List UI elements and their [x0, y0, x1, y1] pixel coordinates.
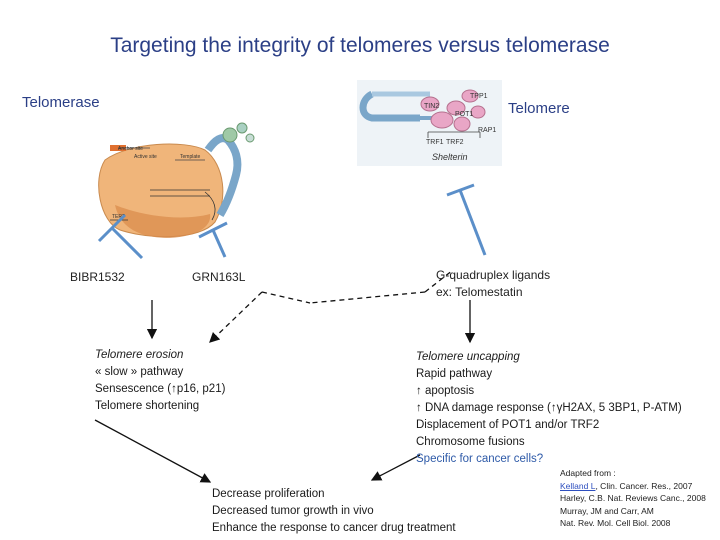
telomere-illustration	[357, 80, 502, 166]
right-effects-block: Telomere uncapping Rapid pathway ↑ apopt…	[416, 349, 682, 468]
outcome-3: Enhance the response to cancer drug trea…	[212, 522, 456, 534]
arrow-uncapping-to-outcome	[370, 454, 421, 481]
telomerase-illustration	[98, 122, 255, 238]
arrow-erosion-to-outcome	[94, 419, 212, 483]
inhibitor-line-gquad	[458, 189, 487, 256]
left-effect-2: « slow » pathway	[95, 366, 184, 378]
right-effect-3: ↑ apoptosis	[416, 385, 475, 397]
right-effect-5: Displacement of POT1 and/or TRF2	[416, 419, 600, 431]
left-effect-3: Sensescence (↑p16, p21)	[95, 383, 226, 395]
inhibitor-bibr1532: BIBR1532	[70, 270, 125, 284]
inhibitor-line-bibr	[110, 226, 144, 260]
inhibitor-bar-grn	[198, 221, 228, 239]
dashed-link-to-gquad	[424, 269, 454, 293]
outcome-1: Decrease proliferation	[212, 488, 325, 500]
label-active-site: Active site	[134, 154, 157, 160]
inhibition-bars	[97, 183, 487, 260]
label-tpp1: TPP1	[470, 93, 488, 100]
label-anchor-site: Anchor site	[118, 146, 143, 152]
outcome-block: Decrease proliferation Decreased tumor g…	[212, 486, 456, 537]
page-title: Targeting the integrity of telomeres ver…	[110, 34, 610, 57]
pathway-arrows	[94, 269, 476, 483]
label-shelterin: Shelterin	[432, 152, 468, 162]
dashed-link-upper	[261, 291, 311, 304]
reference-natrev: Nat. Rev. Mol. Cell Biol. 2008	[560, 518, 671, 528]
left-effect-1: Telomere erosion	[95, 349, 184, 361]
label-template: Template	[180, 154, 201, 160]
label-tin2: TIN2	[424, 103, 439, 110]
right-effect-2: Rapid pathway	[416, 368, 493, 380]
inhibitor-grn163l: GRN163L	[192, 270, 246, 284]
label-tert: TERT	[112, 214, 125, 220]
inhibitor-telomestatin: ex: Telomestatin	[436, 285, 523, 299]
right-effect-6: Chromosome fusions	[416, 436, 525, 448]
label-rap1: RAP1	[478, 127, 496, 134]
left-effect-4: Telomere shortening	[95, 400, 200, 412]
inhibitor-gquadruplex: G-quadruplex ligands	[436, 268, 551, 282]
telomerase-heading: Telomerase	[22, 94, 100, 111]
references-block: Adapted from : Kelland L, Clin. Cancer. …	[560, 467, 706, 530]
right-effect-1: Telomere uncapping	[416, 351, 520, 363]
inhibitor-bar-gquad	[446, 183, 475, 197]
label-pot1: POT1	[455, 111, 473, 118]
reference-adapted: Adapted from :	[560, 468, 616, 478]
arrow-grn-to-erosion	[209, 291, 263, 343]
right-effect-4: ↑ DNA damage response (↑γH2AX, 5 3BP1, P…	[416, 402, 682, 414]
outcome-2: Decreased tumor growth in vivo	[212, 505, 374, 517]
inhibitor-line-grn	[211, 229, 227, 258]
kelland-rest: , Clin. Cancer. Res., 2007	[595, 480, 693, 491]
inhibitor-bar-bibr	[97, 213, 127, 243]
label-trf2: TRF2	[446, 139, 464, 146]
reference-harley: Harley, C.B. Nat. Reviews Canc., 2008	[560, 493, 706, 503]
label-trf1: TRF1	[426, 139, 444, 146]
reference-kelland: Kelland L, Clin. Cancer. Res., 2007	[560, 480, 706, 493]
reference-murray: Murray, JM and Carr, AM	[560, 505, 654, 516]
left-effects-block: Telomere erosion « slow » pathway Senses…	[95, 347, 225, 415]
dashed-link-lower	[309, 291, 426, 304]
right-effect-7: Specific for cancer cells?	[416, 453, 544, 465]
kelland-link[interactable]: Kelland L	[560, 480, 596, 491]
telomere-heading: Telomere	[508, 100, 570, 117]
